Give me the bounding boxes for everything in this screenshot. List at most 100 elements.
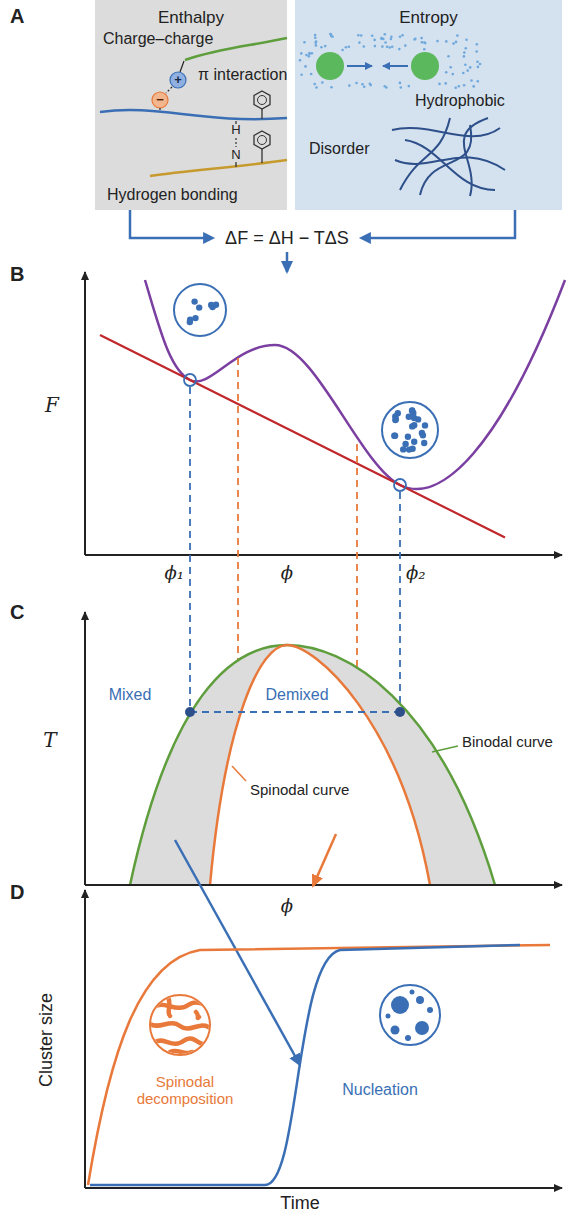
entropy-box: EntropyHydrophobicDisorder [295,0,562,210]
entropy-panel [315,40,318,43]
entropy-panel [401,34,404,37]
kinetics-plot [391,996,409,1014]
entropy-panel [300,74,303,77]
panel-letter: A [10,5,24,28]
entropy-panel [463,51,466,54]
phase-diagram [395,707,405,717]
entropy-panel [347,65,372,67]
entropy-panel [465,38,468,41]
free-energy-plot [84,272,86,555]
entropy-panel [404,44,407,47]
free-energy-plot [406,446,412,452]
free-energy-plot [391,433,397,439]
entropy-panel [466,69,469,72]
entropy-panel [398,48,401,51]
entropy-panel [390,36,393,39]
entropy-panel [348,84,351,87]
entropy-panel [308,53,311,56]
entropy-panel [390,38,393,41]
entropy-panel [438,83,441,86]
enthalpy-panel [166,87,172,93]
enthalpy-box: EnthalpyCharge–chargeπ interactionHydrog… [95,0,287,210]
phase-diagram [232,766,246,781]
curve-label: Binodal curve [462,733,553,750]
equation-box: ΔF = ΔH − TΔS [217,225,357,252]
entropy-panel [465,47,468,50]
entropy-panel [399,82,402,85]
entropy-panel [330,86,333,89]
enthalpy-panel [180,61,184,72]
entropy-panel [463,55,466,58]
free-energy-plot [421,440,427,446]
entropy-panel [384,33,387,36]
entropy-panel [295,0,562,210]
process-label: Nucleation [342,1081,418,1099]
node-heading: Enthalpy [95,8,287,28]
entropy-panel [374,45,377,48]
kinetics-plot [415,1021,429,1035]
enthalpy-panel [261,149,262,163]
entropy-panel [449,66,452,69]
connector-line [130,210,205,238]
free-energy-plot [85,272,565,555]
entropy-panel [445,40,448,43]
kinetics-plot [88,945,550,1185]
entropy-panel [456,34,459,37]
entropy-panel [464,63,467,66]
enthalpy-panel [95,0,287,210]
guide-lines [189,387,191,706]
entropy-panel [314,36,317,39]
entropy-panel [477,80,480,83]
connector-line [369,210,515,238]
axis-label: Time [280,1193,319,1214]
phase-diagram [210,645,430,885]
entropy-panel [421,41,424,44]
entropy-panel [341,49,344,52]
entropy-panel [424,42,427,45]
phase-diagram [190,711,400,713]
entropy-panel [380,37,383,40]
free-energy-plot [85,554,562,556]
axis-label: F [45,394,59,417]
entropy-panel [313,83,316,86]
enthalpy-panel [254,131,270,149]
kinetics-plot [196,1012,199,1018]
free-energy-plot [392,433,398,439]
entropy-panel [420,125,471,195]
entropy-panel [304,65,307,68]
node-heading: ΔF = ΔH − TΔS [225,228,349,249]
flow-arrow [286,252,289,272]
entropy-panel [363,86,366,89]
region-label: Mixed [109,686,152,704]
entropy-panel [454,86,457,89]
phase-diagram [210,645,430,885]
free-energy-plot [382,402,438,458]
entropy-panel [472,85,475,88]
kinetics-plot [427,1007,433,1013]
entropy-panel [320,46,323,49]
entropy-panel [420,37,423,40]
axis-tick: ϕ₁ [165,563,185,584]
entropy-panel [400,118,450,190]
entropy-panel [462,72,465,75]
entropy-panel [385,86,388,89]
enthalpy-panel [170,72,186,88]
flow-arrow [287,252,288,272]
entropy-panel [400,86,403,89]
entropy-panel [324,45,327,48]
phase-diagram [85,612,562,885]
entropy-panel [363,45,366,48]
phase-diagram [130,645,495,885]
free-energy-plot [405,434,411,440]
guide-lines [356,444,358,702]
entropy-panel [445,71,448,74]
free-energy-plot [145,280,565,489]
free-energy-plot [393,416,399,422]
entropy-panel [386,45,389,48]
phase-diagram [185,707,195,717]
entropy-panel [423,41,426,44]
entropy-panel [299,33,482,89]
kinetics-plot [85,1187,562,1189]
